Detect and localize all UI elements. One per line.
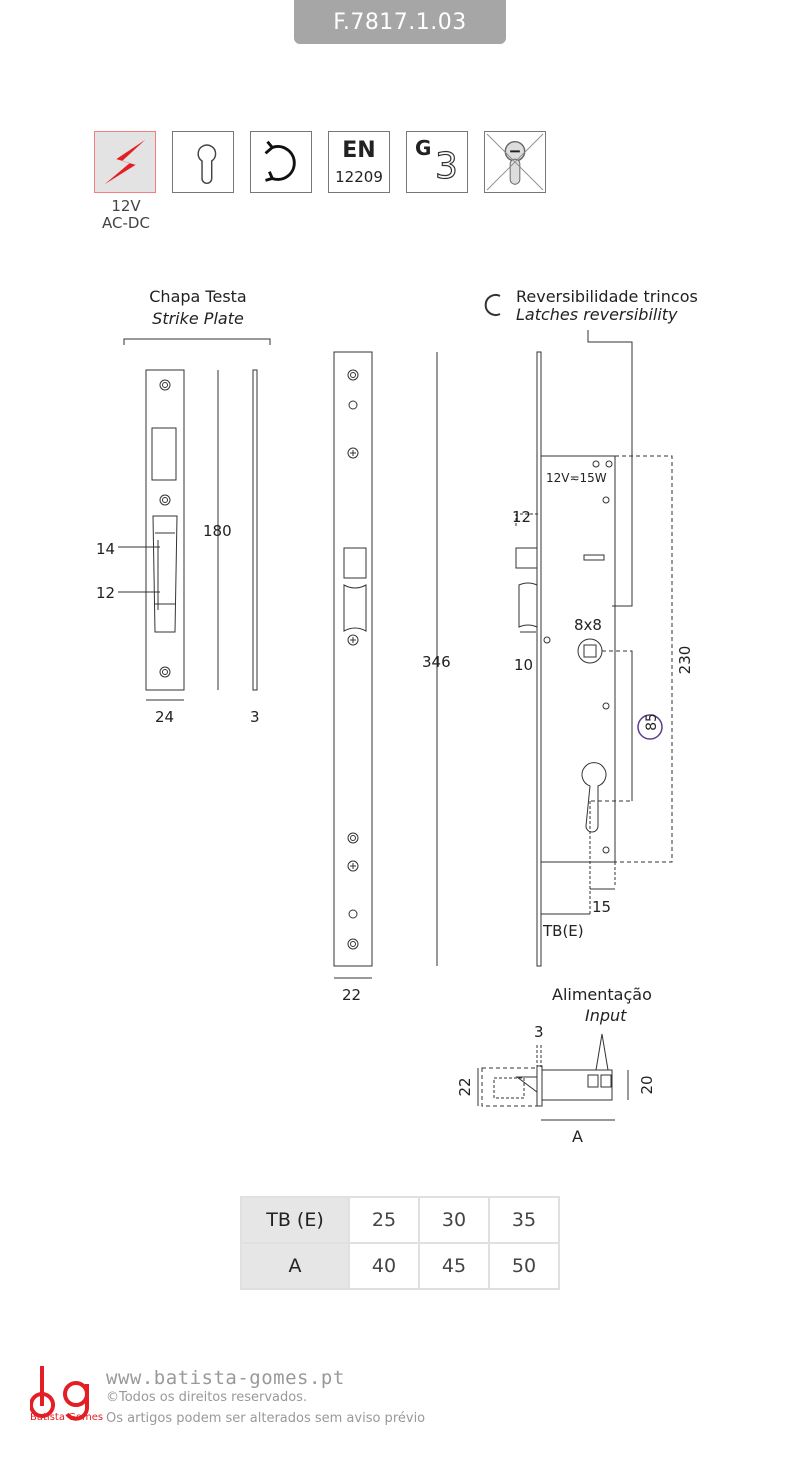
rights-text: ©Todos os direitos reservados. xyxy=(106,1390,308,1405)
row-header: TB (E) xyxy=(240,1196,350,1244)
dim-input-22: 22 xyxy=(456,1077,474,1096)
lock-case xyxy=(540,455,616,863)
no-cylinder-icon xyxy=(484,131,546,193)
table-row: TB (E) 25 30 35 xyxy=(240,1196,560,1244)
table-row: A 40 45 50 xyxy=(240,1242,560,1290)
dim-12: 12 xyxy=(96,584,115,602)
lock-front-plate xyxy=(536,351,542,967)
dim-180: 180 xyxy=(203,522,232,540)
euro-cylinder-icon xyxy=(172,131,234,193)
brand-name: Batista Gomes xyxy=(30,1412,104,1423)
electric-power-icon xyxy=(94,131,156,193)
table-cell: 40 xyxy=(348,1242,420,1290)
input-title: Alimentação xyxy=(552,985,652,1004)
latch-bracket xyxy=(587,330,633,607)
dim-latch-12: 12 xyxy=(512,508,531,526)
power-rating: 12V≂15W xyxy=(546,471,607,485)
grade-icon: G 3 xyxy=(406,131,468,193)
strike-plate-subtitle: Strike Plate xyxy=(152,309,244,328)
dim-input-a: A xyxy=(572,1127,583,1146)
dim-230: 230 xyxy=(676,646,694,675)
spindle-size: 8x8 xyxy=(574,616,602,634)
current-type-label: AC-DC xyxy=(102,214,150,232)
dim-15: 15 xyxy=(592,898,611,916)
dim-latch-10: 10 xyxy=(514,656,533,674)
notice-text: Os artigos podem ser alterados sem aviso… xyxy=(106,1411,426,1426)
backset-label: TB(E) xyxy=(542,922,584,940)
lock-body-title: Reversibilidade trincos xyxy=(516,287,698,306)
product-reference: F.7817.1.03 xyxy=(294,0,506,44)
dim-input-20: 20 xyxy=(638,1075,656,1094)
voltage-label: 12V xyxy=(111,197,141,215)
en-label: EN xyxy=(342,138,376,163)
grade-letter: G xyxy=(415,136,432,160)
grade-number: 3 xyxy=(434,145,458,187)
input-case xyxy=(541,1069,613,1101)
en-standard-icon: EN 12209 xyxy=(328,131,390,193)
table-cell: 25 xyxy=(348,1196,420,1244)
dim-input-3: 3 xyxy=(534,1023,544,1041)
reversible-small-icon xyxy=(484,294,501,316)
row-header: A xyxy=(240,1242,350,1290)
power-caption: 12V AC-DC xyxy=(86,198,166,232)
brand-logo xyxy=(30,1366,89,1421)
strike-plate-side xyxy=(252,369,258,691)
table-cell: 45 xyxy=(418,1242,490,1290)
input-front-plate xyxy=(536,1065,543,1107)
dim-22: 22 xyxy=(342,986,361,1004)
dimension-table: TB (E) 25 30 35 A 40 45 50 xyxy=(240,1196,560,1290)
table-cell: 30 xyxy=(418,1196,490,1244)
dim-346: 346 xyxy=(422,653,451,671)
dim-85-circle xyxy=(637,714,663,740)
dim-14: 14 xyxy=(96,540,115,558)
dim-3: 3 xyxy=(250,708,260,726)
cylinder-cutout xyxy=(581,762,607,833)
strike-plate-bracket xyxy=(123,338,271,345)
strike-plate-title: Chapa Testa xyxy=(149,287,246,306)
reversible-icon xyxy=(250,131,312,193)
front-plate-body xyxy=(333,351,373,967)
website-link[interactable]: www.batista-gomes.pt xyxy=(106,1367,345,1389)
table-cell: 50 xyxy=(488,1242,560,1290)
input-subtitle: Input xyxy=(585,1006,627,1025)
lock-body-subtitle: Latches reversibility xyxy=(516,305,678,324)
strike-plate-body xyxy=(145,369,185,691)
dim-85: 85 xyxy=(644,713,660,731)
dim-24: 24 xyxy=(155,708,174,726)
en-number: 12209 xyxy=(335,168,383,186)
table-cell: 35 xyxy=(488,1196,560,1244)
